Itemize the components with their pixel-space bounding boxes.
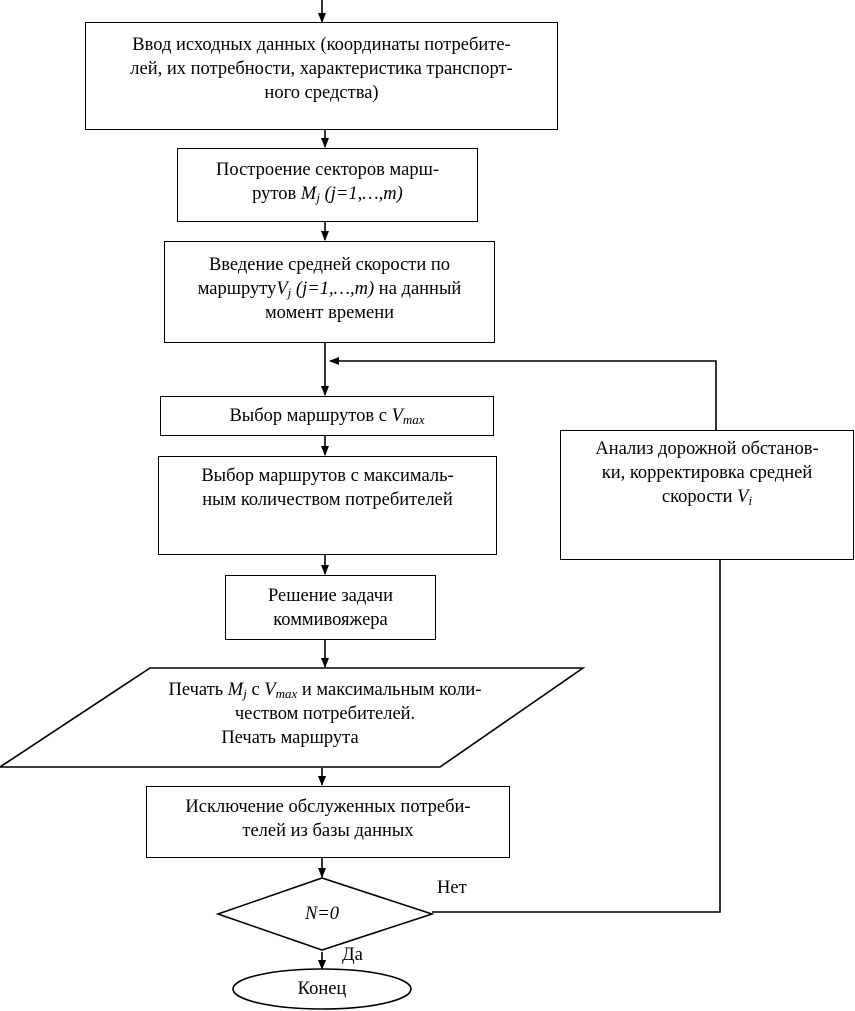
input-line-3: ного средства) [264,83,379,103]
analysis-line-1: Анализ дорожной обстанов- [595,439,819,459]
analysis-line-3: скорости Vi [661,487,753,508]
decision-diamond [215,877,435,951]
select-max-consumers-box: Выбор маршрутов с максималь- ным количес… [158,456,497,555]
select-vmax-box: Выбор маршрутов с Vmax [160,396,494,436]
build-sectors-box: Построение секторов марш- рутов Mj (j=1,… [177,148,478,222]
select-vmax-text: Выбор маршрутов с Vmax [229,406,425,427]
decision-yes-label: Да [342,945,363,965]
average-speed-box: Введение средней скорости по маршрутуVj … [164,241,495,343]
print-parallelogram [0,667,586,768]
decision-condition: N=0 [304,904,340,924]
speed-line-1: Введение средней скорости по [208,255,451,275]
exclude-line-1: Исключение обслуженных потреби- [185,797,471,817]
print-line-3: Печать маршрута [221,728,359,748]
arrow-analysis-to-loop [329,357,717,430]
tsp-line-2: коммивояжера [273,610,388,630]
end-label: Конец [297,979,347,999]
input-line-1: Ввод исходных данных (координаты потреби… [132,35,511,55]
input-line-2: лей, их потребности, характеристика тран… [130,59,513,79]
consumers-line-1: Выбор маршрутов с максималь- [201,466,454,486]
speed-line-2: маршрутуVj (j=1,…,m) на данный [197,279,462,300]
road-analysis-box: Анализ дорожной обстанов- ки, корректиро… [560,430,854,560]
analysis-line-2: ки, корректировка средней [601,463,813,483]
consumers-line-2: ным количеством потребителей [202,490,453,510]
end-terminator [232,968,412,1010]
tsp-line-1: Решение задачи [268,586,393,606]
speed-line-3: момент времени [264,303,395,323]
sectors-line-1: Построение секторов марш- [216,160,439,180]
exclude-served-box: Исключение обслуженных потреби- телей из… [146,786,510,858]
print-line-2: чеством потребителей. [234,704,416,724]
print-text: Печать Mj с Vmax и максимальным коли- че… [90,678,560,750]
tsp-box: Решение задачи коммивояжера [225,575,436,640]
input-data-box: Ввод исходных данных (координаты потреби… [85,22,558,130]
exclude-line-2: телей из базы данных [242,821,414,841]
print-line-1: Печать Mj с Vmax и максимальным коли- [168,680,482,701]
sectors-line-2: рутов Mj (j=1,…,m) [252,184,403,205]
decision-no-label: Нет [437,878,467,898]
line-no-to-analysis [432,560,721,913]
